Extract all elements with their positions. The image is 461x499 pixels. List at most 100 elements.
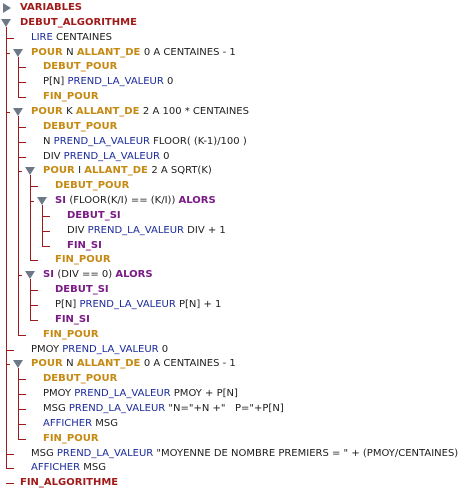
tree-node-affect-div-inc[interactable]: DIV PREND_LA_VALEUR DIV + 1 <box>67 224 226 238</box>
caret-right-icon[interactable] <box>3 3 11 13</box>
caret-down-icon[interactable] <box>25 167 35 176</box>
tree-node-fin-pour-1[interactable]: FIN_POUR <box>43 90 99 104</box>
tree-node-affect-msg-2[interactable]: MSG PREND_LA_VALEUR "MOYENNE DE NOMBRE P… <box>31 447 458 461</box>
tree-node-pour-2[interactable]: POUR K ALLANT_DE 2 A 100 * CENTAINES <box>31 105 249 119</box>
tree-node-fin-pour-3[interactable]: FIN_POUR <box>55 253 111 267</box>
tree-node-si-2[interactable]: SI (DIV == 0) ALORS <box>43 268 153 282</box>
tree-node-affect-div[interactable]: DIV PREND_LA_VALEUR 0 <box>43 150 170 164</box>
token: PREND_LA_VALEUR <box>63 150 164 162</box>
tree-node-fin-pour-4[interactable]: FIN_POUR <box>43 432 99 446</box>
tree-node-debut-pour-3[interactable]: DEBUT_POUR <box>55 179 129 193</box>
token: DEBUT_POUR <box>43 120 118 132</box>
token: 0 <box>161 343 169 355</box>
caret-down-icon[interactable] <box>37 197 47 206</box>
tree-connector <box>18 82 26 83</box>
tree-connector <box>6 38 14 39</box>
token: FIN_ALGORITHME <box>20 477 119 489</box>
tree-connector <box>30 260 38 261</box>
token: PREND_LA_VALEUR <box>87 224 188 236</box>
token: PREND_LA_VALEUR <box>62 343 162 355</box>
token: "MOYENNE DE NOMBRE PREMIERS = " + (PMOY/… <box>156 447 459 459</box>
tree-node-fin-pour-2[interactable]: FIN_POUR <box>43 328 99 342</box>
caret-down-icon[interactable] <box>13 107 23 116</box>
tree-connector <box>42 231 50 232</box>
tree-node-afficher-2[interactable]: AFFICHER MSG <box>31 461 106 475</box>
tree-node-variables[interactable]: VARIABLES <box>20 1 82 15</box>
tree-node-pour-4[interactable]: POUR N ALLANT_DE 0 A CENTAINES - 1 <box>31 357 236 371</box>
tree-connector <box>18 424 26 425</box>
token: FIN_SI <box>67 239 102 251</box>
tree-connector <box>30 186 38 187</box>
tree-connector <box>30 305 38 306</box>
tree-connector <box>18 409 26 410</box>
tree-guide-line <box>6 26 7 469</box>
tree-connector <box>18 379 26 380</box>
token: 0 <box>163 150 170 162</box>
tree-node-fin-algorithme[interactable]: FIN_ALGORITHME <box>20 476 118 490</box>
tree-node-fin-si-2[interactable]: FIN_SI <box>55 313 90 327</box>
token: AFFICHER <box>43 417 96 429</box>
token: PREND_LA_VALEUR <box>67 76 167 88</box>
token: MSG <box>31 447 57 459</box>
tree-connector <box>18 439 26 440</box>
tree-node-lire[interactable]: LIRE CENTAINES <box>31 31 112 45</box>
tree-node-debut-algorithme[interactable]: DEBUT_ALGORITHME <box>20 16 137 30</box>
tree-guide-line <box>42 205 43 246</box>
token: PREND_LA_VALEUR <box>53 135 154 147</box>
token: ALORS <box>115 269 153 281</box>
token: ALLANT_DE <box>75 105 143 117</box>
token: PREND_LA_VALEUR <box>74 388 174 400</box>
token: POUR <box>43 165 79 177</box>
token: DEBUT_POUR <box>55 180 130 192</box>
tree-connector <box>18 67 26 68</box>
tree-node-affect-p[interactable]: P[N] PREND_LA_VALEUR 0 <box>43 75 173 89</box>
tree-connector <box>6 112 10 113</box>
tree-node-affect-n[interactable]: N PREND_LA_VALEUR FLOOR( (K-1)/100 ) <box>43 135 247 149</box>
token: P[N] <box>43 76 68 88</box>
tree-connector <box>42 216 50 217</box>
tree-guide-line <box>18 368 19 439</box>
caret-down-icon[interactable] <box>1 18 11 27</box>
token: ALLANT_DE <box>76 358 144 370</box>
tree-connector <box>30 290 38 291</box>
caret-down-icon[interactable] <box>13 360 23 369</box>
tree-connector <box>6 364 10 365</box>
tree-node-debut-pour-2[interactable]: DEBUT_POUR <box>43 120 117 134</box>
token: 0 <box>167 76 174 88</box>
token: POUR <box>31 105 67 117</box>
token: DEBUT_POUR <box>43 61 118 73</box>
tree-node-affect-msg-1[interactable]: MSG PREND_LA_VALEUR "N="+N +" P="+P[N] <box>43 402 284 416</box>
tree-connector <box>18 142 26 143</box>
token: VARIABLES <box>20 2 82 13</box>
token: DEBUT_SI <box>55 284 109 296</box>
token: (FLOOR(K/I) == (K/I)) <box>69 195 179 207</box>
token: P[N] <box>55 299 80 310</box>
tree-node-pour-1[interactable]: POUR N ALLANT_DE 0 A CENTAINES - 1 <box>31 46 236 60</box>
token: AFFICHER <box>31 462 84 474</box>
tree-node-affect-pmoy[interactable]: PMOY PREND_LA_VALEUR 0 <box>31 343 168 357</box>
tree-node-affect-pmoy-sum[interactable]: PMOY PREND_LA_VALEUR PMOY + P[N] <box>43 387 238 401</box>
token: PREND_LA_VALEUR <box>79 299 179 310</box>
tree-node-pour-3[interactable]: POUR I ALLANT_DE 2 A SQRT(K) <box>43 164 212 178</box>
token: "N="+N +" P="+P[N] <box>168 402 284 414</box>
tree-node-debut-pour-1[interactable]: DEBUT_POUR <box>43 60 117 74</box>
caret-down-icon[interactable] <box>13 48 23 57</box>
tree-node-affect-p-inc[interactable]: P[N] PREND_LA_VALEUR P[N] + 1 <box>55 298 221 312</box>
token: POUR <box>31 46 67 58</box>
token: FLOOR( (K-1)/100 ) <box>153 135 247 147</box>
tree-node-debut-pour-4[interactable]: DEBUT_POUR <box>43 372 117 386</box>
tree-node-fin-si-1[interactable]: FIN_SI <box>67 239 102 253</box>
tree-connector <box>42 246 50 247</box>
token: I <box>78 165 85 177</box>
tree-node-si-1[interactable]: SI (FLOOR(K/I) == (K/I)) ALORS <box>55 194 216 208</box>
tree-node-afficher-1[interactable]: AFFICHER MSG <box>43 417 118 431</box>
tree-connector <box>6 468 14 469</box>
tree-guide-line <box>30 175 31 261</box>
token: MSG <box>95 417 118 429</box>
caret-down-icon[interactable] <box>25 271 35 280</box>
tree-connector <box>18 275 22 276</box>
tree-node-debut-si-1[interactable]: DEBUT_SI <box>67 209 121 223</box>
tree-node-debut-si-2[interactable]: DEBUT_SI <box>55 283 109 297</box>
token: PREND_LA_VALEUR <box>68 402 169 414</box>
